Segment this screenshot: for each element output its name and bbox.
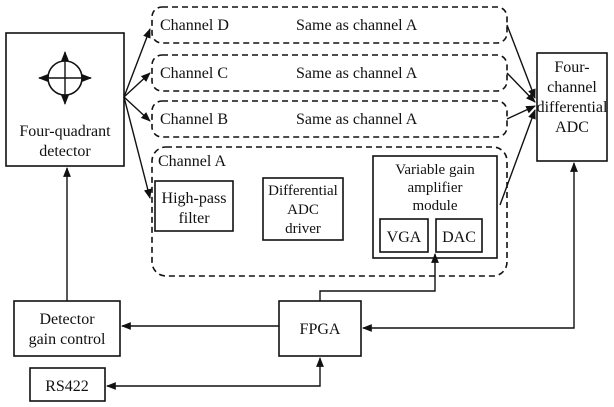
vga-label: VGA: [387, 229, 422, 246]
channel-d: Channel D Same as channel A: [151, 6, 508, 44]
vga-module-label-2: amplifier: [408, 180, 463, 196]
detector-gain-control: Detector gain control: [13, 300, 121, 357]
vga-module-label-3: module: [413, 198, 458, 214]
fpga-adc-link: [362, 162, 578, 332]
channel-d-name: Channel D: [160, 17, 229, 34]
driver-label-1: Differential: [268, 183, 338, 199]
hpf-label-1: High-pass: [162, 190, 227, 207]
rs422-label: RS422: [45, 378, 89, 395]
adc-label-3: differential: [537, 99, 608, 116]
detector-label-2: detector: [39, 143, 91, 160]
rs422-fpga-link: [106, 357, 324, 390]
channel-c-note: Same as channel A: [296, 65, 418, 82]
detector-label-1: Four-quadrant: [19, 123, 111, 140]
gain-control-label-2: gain control: [29, 331, 106, 348]
fpga-to-vga-module-arrow: [319, 253, 439, 301]
channel-a: Channel A High-pass filter Differential …: [151, 146, 508, 277]
crosshair-icon: [38, 51, 92, 105]
channel-d-note: Same as channel A: [296, 17, 418, 34]
channel-b-note: Same as channel A: [296, 111, 418, 128]
channel-c-name: Channel C: [160, 65, 228, 82]
channel-b: Channel B Same as channel A: [151, 100, 508, 138]
channel-a-name: Channel A: [158, 153, 226, 170]
four-quadrant-detector: Four-quadrant detector: [5, 32, 125, 167]
high-pass-filter: High-pass filter: [154, 180, 234, 232]
fpga: FPGA: [278, 300, 362, 357]
vga-module-label-1: Variable gain: [395, 162, 475, 178]
channel-b-name: Channel B: [160, 111, 228, 128]
rs422: RS422: [29, 367, 106, 402]
variable-gain-amplifier-module: Variable gain amplifier module VGA DAC: [372, 155, 498, 259]
adc-label-4: ADC: [555, 119, 589, 136]
hpf-label-2: filter: [178, 210, 210, 227]
differential-adc-driver: Differential ADC driver: [262, 177, 344, 241]
channels-to-adc-arrows: [499, 24, 536, 206]
fpga-label: FPGA: [300, 321, 341, 338]
adc-label-1: Four-: [554, 59, 589, 76]
dac-label: DAC: [442, 229, 476, 246]
gain-control-label-1: Detector: [39, 311, 95, 328]
detector-to-channels-arrows: [123, 28, 152, 199]
adc-label-2: channel: [547, 79, 597, 96]
driver-label-3: driver: [285, 221, 321, 237]
driver-label-2: ADC: [287, 202, 319, 218]
channel-c: Channel C Same as channel A: [151, 54, 508, 92]
four-channel-differential-adc: Four- channel differential ADC: [536, 52, 608, 162]
